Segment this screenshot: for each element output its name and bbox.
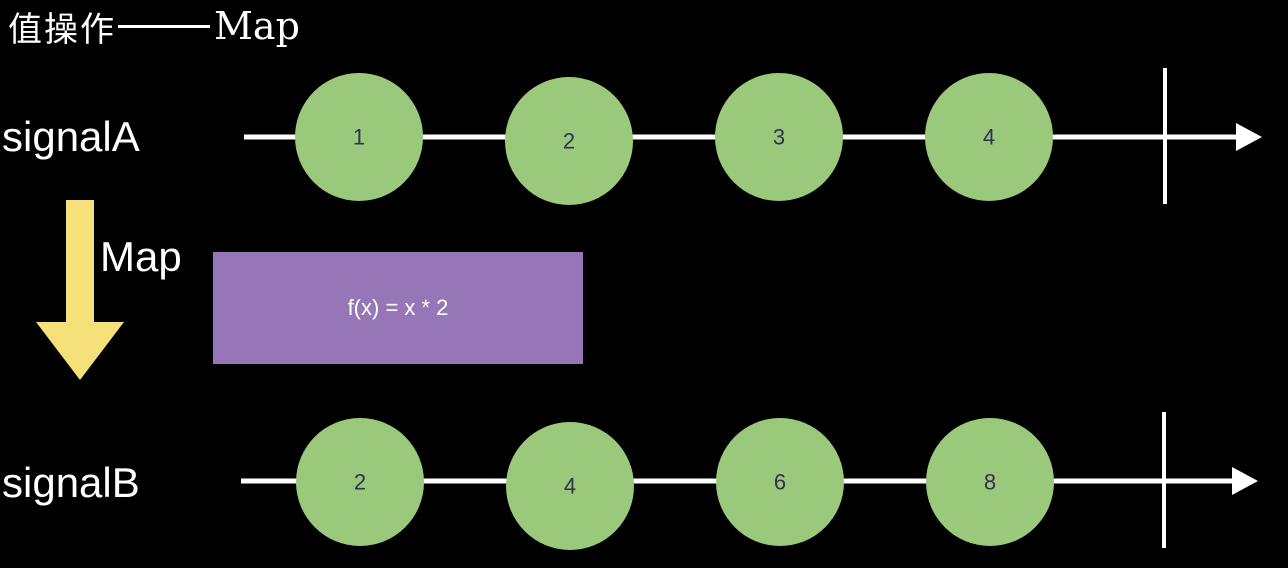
signal-b-node-label: 4 [564, 474, 576, 499]
signal-a-node-label: 4 [983, 125, 995, 150]
map-arrow-down-icon [36, 200, 124, 380]
timeline-b-arrowhead [1232, 467, 1258, 495]
signal-a-node [715, 73, 843, 201]
signal-a-node [925, 73, 1053, 201]
title-text: 值操作 [8, 9, 116, 50]
function-box-bg [213, 252, 583, 364]
timeline-a-arrowhead [1236, 123, 1262, 151]
function-text: f(x) = x * 2 [347, 295, 449, 320]
signal-b-node [506, 422, 634, 550]
signal-b-node-label: 2 [354, 470, 366, 495]
signal-b-node [296, 418, 424, 546]
signal-b-node [716, 418, 844, 546]
signal-a-node [505, 77, 633, 205]
signal-a-nodes: 1 2 3 4 [295, 73, 1053, 205]
title-dash [118, 24, 210, 28]
function-box: f(x) = x * 2 [213, 252, 583, 364]
signal-b-label: signalB [2, 459, 140, 506]
signal-a-node-label: 2 [563, 129, 575, 154]
signal-a-label: signalA [2, 113, 140, 160]
title-operator: Map [214, 4, 300, 48]
signal-b-nodes: 2 4 6 8 [296, 418, 1054, 550]
signal-b-node-label: 8 [984, 470, 996, 495]
signal-a-node [295, 73, 423, 201]
signal-a-node-label: 3 [773, 125, 785, 150]
page-title: 值操作 Map [8, 2, 300, 50]
signal-a-node-label: 1 [353, 125, 365, 150]
map-label: Map [100, 233, 182, 280]
signal-b-node-label: 6 [774, 470, 786, 495]
signal-b-node [926, 418, 1054, 546]
